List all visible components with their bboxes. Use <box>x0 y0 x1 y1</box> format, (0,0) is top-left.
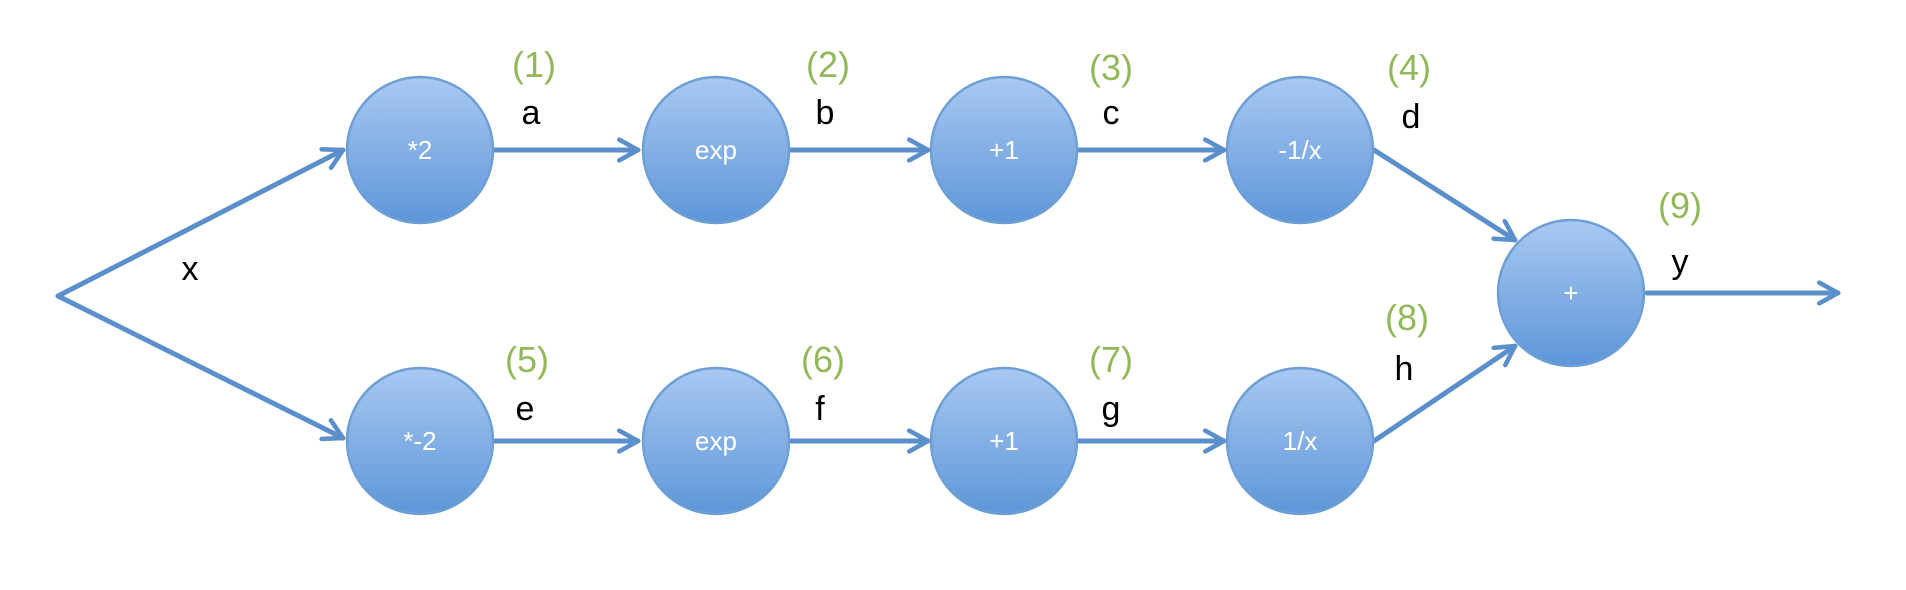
edge-x-to-times-neg2 <box>55 293 346 438</box>
step-label-3: (3) <box>1089 47 1133 88</box>
node-exp-top: exp <box>641 75 791 225</box>
node-reciprocal: 1/x <box>1225 366 1375 516</box>
step-label-7: (7) <box>1089 339 1133 380</box>
node-times-neg-2: *-2 <box>345 366 495 516</box>
edge-d <box>1371 147 1518 243</box>
node-plus-1-top: +1 <box>929 75 1079 225</box>
variable-label-e: e <box>516 390 535 428</box>
node-label: +1 <box>989 135 1019 165</box>
variable-label-y: y <box>1672 243 1689 281</box>
variable-label-a: a <box>522 94 541 132</box>
variable-label-d: d <box>1402 98 1421 136</box>
node-label: 1/x <box>1283 426 1318 456</box>
node-sum: + <box>1496 218 1646 368</box>
node-label: exp <box>695 426 737 456</box>
variable-labels: x a b c d e f g h y <box>182 94 1689 428</box>
node-plus-1-bottom: +1 <box>929 366 1079 516</box>
step-label-1: (1) <box>512 44 556 85</box>
step-label-5: (5) <box>505 339 549 380</box>
variable-label-b: b <box>816 94 835 132</box>
step-label-6: (6) <box>801 339 845 380</box>
node-label: exp <box>695 135 737 165</box>
step-labels: (1) (2) (3) (4) (5) (6) (7) (8) (9) <box>505 44 1702 380</box>
variable-label-g: g <box>1102 390 1121 428</box>
step-label-4: (4) <box>1387 47 1431 88</box>
node-exp-bottom: exp <box>641 366 791 516</box>
step-label-2: (2) <box>806 44 850 85</box>
node-neg-reciprocal: -1/x <box>1225 75 1375 225</box>
edges <box>55 147 1841 444</box>
node-times-2: *2 <box>345 75 495 225</box>
step-label-9: (9) <box>1658 185 1702 226</box>
edge-h <box>1371 343 1518 444</box>
variable-label-c: c <box>1103 94 1120 132</box>
node-label: *-2 <box>403 426 436 456</box>
variable-label-f: f <box>815 390 825 428</box>
node-label: + <box>1563 278 1578 308</box>
node-label: -1/x <box>1278 135 1321 165</box>
edge-x-to-times2 <box>55 150 346 299</box>
variable-label-h: h <box>1395 350 1414 388</box>
node-label: +1 <box>989 426 1019 456</box>
node-label: *2 <box>408 135 433 165</box>
variable-label-x: x <box>182 250 199 288</box>
step-label-8: (8) <box>1385 297 1429 338</box>
